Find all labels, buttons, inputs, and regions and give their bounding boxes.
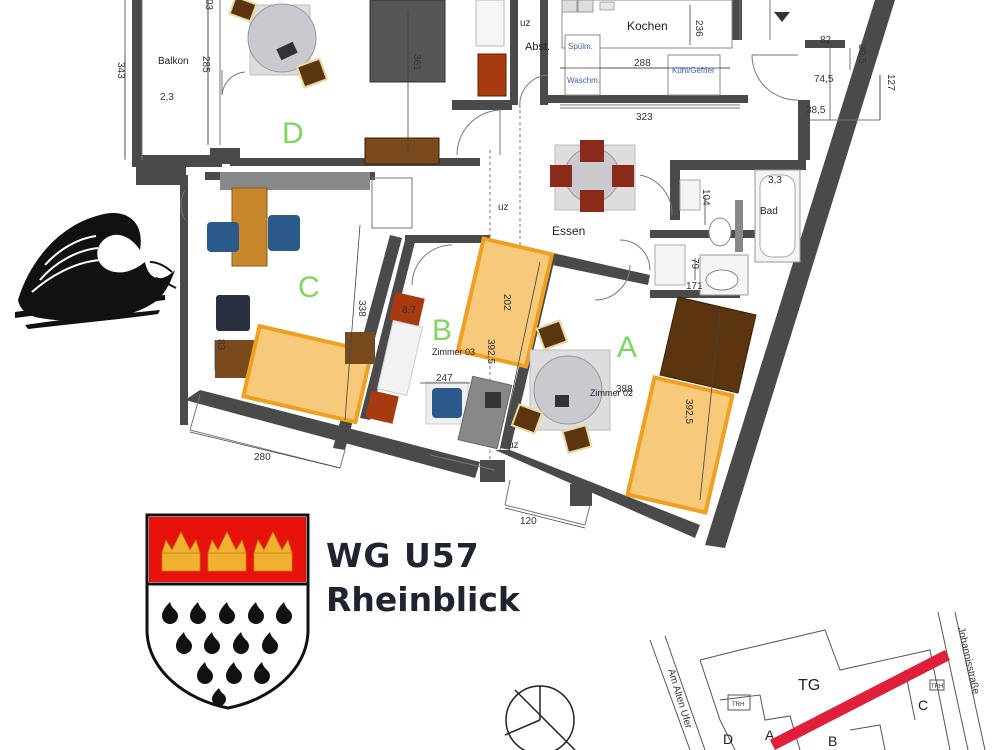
wave-logo-icon xyxy=(15,213,177,329)
room-letter-a: A xyxy=(617,331,637,364)
dim-83: 83 xyxy=(215,339,226,351)
site-tg-label: TG xyxy=(798,677,820,694)
uz-label-3: uz xyxy=(508,440,519,451)
dim-392-5-b: 392,5 xyxy=(485,339,496,364)
dim-323: 323 xyxy=(636,112,653,123)
zimmer-b-label: Zimmer 03 xyxy=(432,347,475,357)
location-arrow-icon xyxy=(770,650,950,750)
room-letter-d: D xyxy=(282,117,304,150)
dimension-lines xyxy=(124,0,881,529)
site-b-label: B xyxy=(828,733,837,749)
kitchen xyxy=(561,0,733,96)
kuehl-label: Kühl/Gefrier xyxy=(672,66,715,75)
dim-8-7: 8,7 xyxy=(402,305,416,316)
dim-202: 202 xyxy=(501,294,512,311)
dim-288: 288 xyxy=(634,58,651,69)
dim-361: 361 xyxy=(411,54,422,71)
abst-label: Abst. xyxy=(525,41,550,53)
dim-247: 247 xyxy=(436,373,453,384)
dim-82: 82 xyxy=(820,35,832,46)
site-d-label: D xyxy=(723,731,733,747)
dim-127: 127 xyxy=(885,74,896,91)
dim-171: 171 xyxy=(686,281,703,292)
site-a-label: A xyxy=(765,727,775,743)
site-trh-label-1: TRH xyxy=(732,702,744,708)
dim-30-5: 30,5 xyxy=(856,44,867,64)
room-letter-c: C xyxy=(298,271,320,304)
compass-icon xyxy=(504,685,576,750)
room-names: Balkon Kochen Abst. Essen Zimmer 03 Zimm… xyxy=(158,19,778,398)
dim-280: 280 xyxy=(254,452,271,463)
room-c-furniture xyxy=(207,172,375,425)
waschm-label: Waschm. xyxy=(567,76,600,85)
balkon-label: Balkon xyxy=(158,56,189,67)
dim-38-5: 38,5 xyxy=(806,105,826,116)
uz-label-2: uz xyxy=(498,202,509,213)
site-c-label: C xyxy=(918,697,928,713)
dim-343: 343 xyxy=(115,62,126,79)
street-right-label: Johannisstraße xyxy=(955,626,981,696)
room-letter-b: B xyxy=(432,314,452,347)
dim-392-5-a: 392,5 xyxy=(683,399,694,424)
dim-236: 236 xyxy=(693,20,704,37)
dim-03: 03 xyxy=(203,0,214,11)
essen-label: Essen xyxy=(552,224,585,238)
dim-2-3: 2,3 xyxy=(160,92,174,103)
dimension-labels: 343 285 2,3 03 361 236 288 323 82 30,5 7… xyxy=(115,0,896,527)
dim-285: 285 xyxy=(200,56,211,73)
kochen-label: Kochen xyxy=(627,19,668,33)
title-line-2: Rheinblick xyxy=(326,580,520,619)
dim-388: 388 xyxy=(616,384,633,395)
site-plan-labels: TG C A B D TRH TRH Am Alten Ufer Johanni… xyxy=(665,626,981,749)
room-d-furniture xyxy=(228,0,507,165)
dim-104: 104 xyxy=(700,189,711,206)
bad-label: Bad xyxy=(760,206,778,217)
zimmer-a-label: Zimmer 02 xyxy=(590,388,633,398)
dim-74-5: 74,5 xyxy=(814,74,834,85)
dim-120: 120 xyxy=(520,516,537,527)
entrance-arrow-icon xyxy=(774,12,790,22)
room-a-furniture xyxy=(510,296,757,515)
dining-table xyxy=(550,140,636,212)
coat-of-arms-icon xyxy=(145,513,310,710)
dim-3-3: 3,3 xyxy=(768,175,782,186)
uz-label-1: uz xyxy=(520,18,531,29)
room-b-furniture xyxy=(365,236,555,450)
dim-338: 338 xyxy=(356,300,367,317)
dim-79: 79 xyxy=(689,258,700,270)
site-trh-label-2: TRH xyxy=(931,684,943,690)
bathroom-fixtures xyxy=(654,169,801,296)
title-line-1: WG U57 xyxy=(326,536,480,575)
room-letters: D C B A xyxy=(282,117,637,364)
spuelm-label: Spülm. xyxy=(568,42,593,51)
